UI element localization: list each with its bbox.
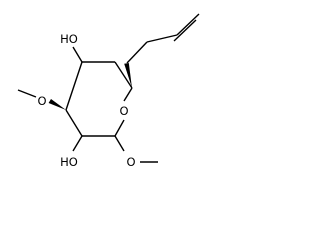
- pyranose-ring: [65, 61, 133, 137]
- bond-ring-o-c1: [114, 119, 125, 137]
- atom-label-ome-left-oxygen: O: [37, 94, 46, 108]
- atom-label-oh-bottom: HO: [60, 155, 78, 169]
- bond-c5-ring-o: [123, 87, 133, 102]
- atom-label-oh-top: HO: [60, 32, 78, 46]
- atom-labels: HO O O HO O: [37, 32, 135, 169]
- chemical-structure: HO O O HO O: [17, 13, 200, 169]
- atom-label-ome-bottom-oxygen: O: [126, 155, 135, 169]
- bond-allyl-ch2-ch: [126, 41, 148, 64]
- atom-label-ring-oxygen: O: [119, 104, 128, 118]
- bond-c2-oh: [72, 135, 83, 152]
- bond-c3-c4: [65, 61, 83, 111]
- substituents: [17, 13, 200, 163]
- bond-allyl-terminal: [176, 13, 200, 36]
- wedge-c5-allyl: [124, 63, 132, 88]
- bond-c4-oh: [72, 46, 83, 63]
- wedge-c3-ome: [48, 99, 66, 110]
- bond-c1-ome: [114, 135, 125, 152]
- bond-ome-left-methyl: [17, 89, 37, 98]
- bond-allyl-ch-ch2-double: [173, 19, 197, 42]
- bond-c2-c3: [65, 109, 83, 137]
- bond-c4-c5: [114, 61, 133, 89]
- bond-allyl-ch-ch2: [146, 34, 178, 43]
